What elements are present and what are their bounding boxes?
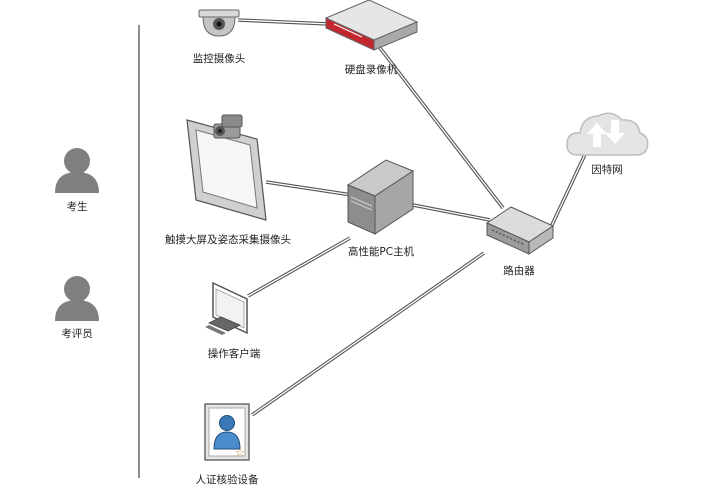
star-icon: ☆ — [235, 446, 245, 459]
evaluator-label: 考评员 — [61, 328, 93, 340]
link-router-internet — [549, 147, 590, 228]
touch-screen-label: 触摸大屏及姿态采集摄像头 — [165, 233, 291, 246]
pc-label: 高性能PC主机 — [348, 245, 415, 258]
posture-camera-icon — [213, 114, 243, 139]
cloud-icon — [566, 112, 649, 156]
router-icon — [485, 206, 555, 255]
examinee-person-icon — [55, 148, 99, 193]
hard-disk-recorder-label: 硬盘录像机 — [345, 63, 398, 76]
client-computer-icon — [205, 281, 248, 335]
link-client-pc — [247, 236, 351, 298]
link-pc-router — [412, 203, 491, 222]
link-idverify-router — [250, 251, 486, 417]
id-verification-device-icon: ☆ — [204, 403, 250, 461]
internet-label: 因特网 — [591, 164, 623, 176]
evaluator-person-icon — [55, 276, 99, 321]
router-label: 路由器 — [503, 264, 535, 277]
examinee-label: 考生 — [67, 200, 88, 213]
surveillance-camera-label: 监控摄像头 — [193, 52, 246, 65]
operator-client-label: 操作客户端 — [208, 347, 261, 360]
hard-disk-recorder-icon — [324, 0, 419, 51]
link-camera-recorder — [237, 18, 331, 26]
pc-tower-icon — [346, 159, 415, 235]
touch-screen-monitor-icon — [186, 119, 267, 221]
id-verification-label: 人证核验设备 — [196, 473, 259, 486]
link-touchscreen-pc — [265, 180, 353, 197]
link-recorder-router — [378, 46, 505, 210]
dome-camera-icon — [198, 9, 240, 37]
